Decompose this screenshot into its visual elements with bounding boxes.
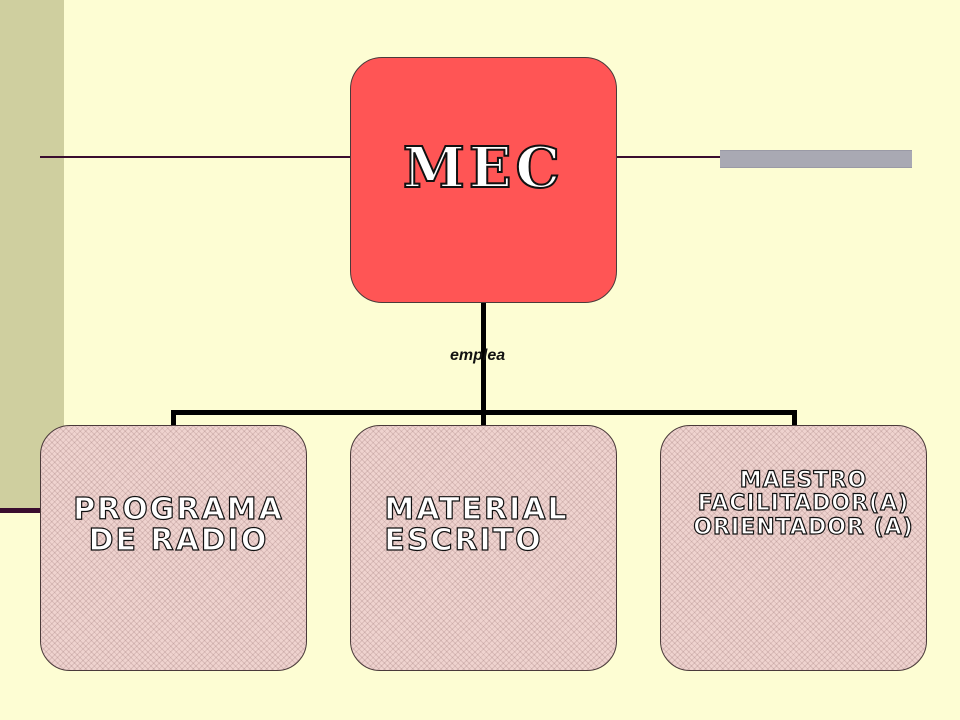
edge-label-emplea: emplea <box>450 347 506 364</box>
child-node-material-escrito: Material escrito <box>350 425 617 671</box>
child-node-label-line: Programa <box>73 491 284 527</box>
root-node-label: MEC <box>402 135 565 201</box>
child-node-label-line: Material <box>384 491 569 527</box>
connector-root-trunk <box>481 303 486 413</box>
connector-child-2 <box>481 410 486 425</box>
child-node-label-line: orientador (a) <box>693 514 914 540</box>
child-node-label: Material escrito <box>384 491 569 558</box>
connector-child-3 <box>792 410 797 425</box>
child-node-programa-de-radio: Programa de radio <box>40 425 307 671</box>
child-node-label: Programa de radio <box>73 491 284 558</box>
child-node-maestro: Maestro facilitador(a) orientador (a) <box>660 425 927 671</box>
left-decorative-bar <box>0 0 64 512</box>
title-rule-left <box>40 156 352 158</box>
child-node-label-line: escrito <box>384 523 543 558</box>
child-node-label: Maestro facilitador(a) orientador (a) <box>693 468 914 540</box>
child-node-label-line: Maestro <box>739 468 868 494</box>
child-node-label-line: facilitador(a) <box>697 491 910 517</box>
child-node-label-line: de radio <box>88 523 269 558</box>
root-node-mec: MEC <box>350 57 617 303</box>
left-bar-underline <box>0 508 66 513</box>
connector-child-1 <box>171 410 176 425</box>
gray-accent-band <box>720 150 912 168</box>
